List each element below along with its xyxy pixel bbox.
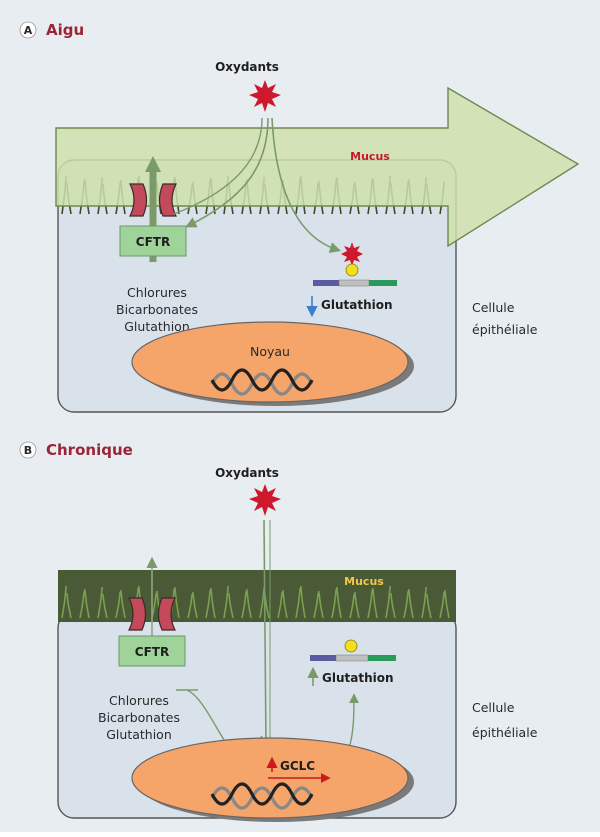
cilium [300,585,306,619]
cilium [187,593,193,619]
cilium [174,586,180,619]
oxidants-label-a: Oxydants [215,60,279,74]
cilium [354,591,360,619]
oxidant-to-glutathione-arrow-a [271,117,342,253]
cilium [246,588,252,619]
cilium [408,588,414,619]
panel-a-letter: A [24,24,33,37]
cilium [421,586,427,619]
cilium [277,591,283,619]
cilium [192,591,198,619]
cilium [84,588,90,619]
cilium [241,590,247,619]
gene-segment-right-b [368,655,396,661]
cilium [372,587,378,619]
cftr-channel-b-icon [128,597,176,631]
cilium [390,592,396,619]
panel-a-letter-badge [19,21,37,39]
cilium [205,589,211,619]
cell-label-b-line2: épithéliale [472,725,538,740]
cilium [282,589,288,619]
gene-segment-left-b [310,655,336,661]
cftr-box-b [118,635,186,667]
cilium [313,592,319,619]
cilium [97,586,103,619]
oxidants-label-b: Oxydants [215,466,279,480]
dna-helix-a-icon [210,368,314,396]
cilium [223,585,229,619]
mucus-label-b: Mucus [344,575,384,588]
panel-acute: A Aigu Oxydants Mucus CFTR Chlorures Bic… [19,21,580,413]
glutathione-ball-b [344,639,358,653]
ion-glutathion-b: Glutathion [106,727,172,742]
glutathione-ball-a [345,263,359,277]
cftr-label-b: CFTR [135,645,169,659]
panel-chronic: B Chronique Oxydants Mucus CFTR Chlorure… [19,441,538,822]
ion-chlorures-a: Chlorures [127,285,187,300]
nucleus-a [131,321,409,403]
cilium [439,591,445,619]
cilium [61,585,67,619]
gene-segment-mid-a [338,279,370,287]
cilium [385,585,391,619]
gclc-label: GCLC [280,759,315,773]
cilium [336,586,342,619]
gene-segment-right-a [369,280,397,286]
panel-b-letter-badge [19,441,37,459]
cilium [403,590,409,619]
cilium [120,589,126,619]
ion-bicarbonates-b: Bicarbonates [98,710,180,725]
oxidant-burst-small-a-icon [341,242,363,266]
ion-efflux-arrowhead-a [145,156,161,172]
cftr-channel-a-icon [129,183,177,217]
cftr-box-a [119,225,187,257]
cilium [349,593,355,619]
cilium [79,590,85,619]
cilium [102,593,108,619]
panel-b-letter: B [24,444,32,457]
dna-helix-b-icon [210,782,314,810]
oxidant-to-nucleus-arrow-b [260,519,272,750]
glutathione-label-a: Glutathion [321,298,393,312]
mucus-label-a: Mucus [350,150,390,163]
cell-label-a-line1: Cellule [472,300,515,315]
cilium [115,591,121,619]
cilium [228,592,234,619]
oxidant-to-cftr-arrow-a2 [173,117,263,215]
oxidant-to-cftr-arrow-a [185,117,269,228]
ion-chlorures-b: Chlorures [109,693,169,708]
nucleus-label-a: Noyau [250,344,290,359]
cilium [331,588,337,619]
ion-glutathion-a: Glutathion [124,319,190,334]
cilium [295,587,301,619]
cell-label-b-line1: Cellule [472,700,515,715]
mucus-layer-b [58,570,456,622]
panel-a-title: Aigu [46,21,84,39]
cilium [367,589,373,619]
cftr-label-a: CFTR [136,235,170,249]
oxidant-burst-b-icon [249,484,281,516]
mucus-flow-arrow [55,86,580,248]
panel-b-title: Chronique [46,441,133,459]
cilium [66,592,72,619]
glutathione-label-b: Glutathion [322,671,394,685]
gene-segment-mid-b [335,654,369,662]
cilium [318,590,324,619]
cell-label-a-line2: épithéliale [472,322,538,337]
oxidant-burst-a-icon [249,80,281,112]
ion-bicarbonates-a: Bicarbonates [116,302,198,317]
cilium [210,587,216,619]
gene-segment-left-a [313,280,339,286]
cilium [444,589,450,619]
cilium [426,593,432,619]
